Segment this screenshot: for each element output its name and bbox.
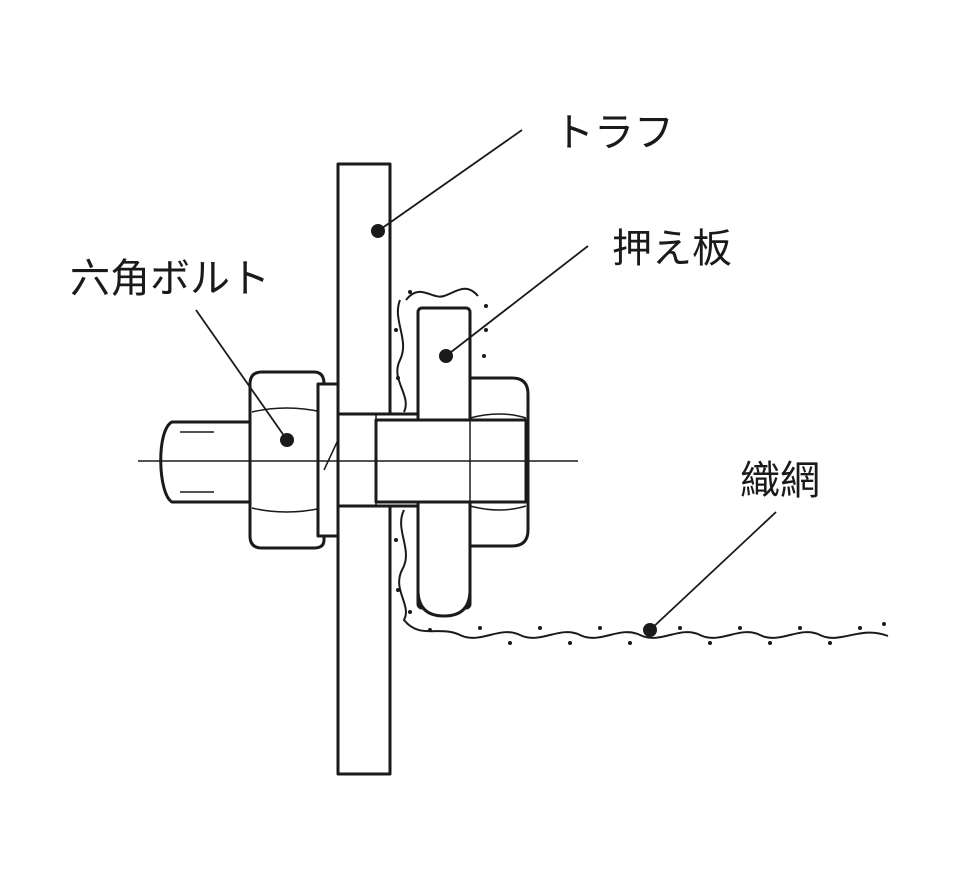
leader-woven-mesh: [649, 511, 777, 631]
label-hex-bolt: 六角ボルト: [70, 256, 270, 302]
pointer-dot-woven-mesh: [643, 623, 657, 637]
leader-trough: [377, 129, 523, 232]
pointer-dot-trough: [371, 224, 385, 238]
label-pressure-plate: 押え板: [612, 226, 732, 272]
pointer-dot-hex-bolt: [280, 433, 294, 447]
label-trough: トラフ: [554, 110, 674, 156]
leader-pressure-plate: [445, 245, 589, 357]
label-woven-mesh: 織網: [740, 458, 820, 504]
woven-mesh-wire: [396, 287, 889, 639]
hex-nut-left: [248, 370, 326, 550]
woven-mesh-stipple: [394, 290, 886, 645]
bolt-thread-end: [159, 420, 258, 504]
pointer-dot-pressure-plate: [439, 349, 453, 363]
leader-hex-bolt: [195, 309, 288, 441]
